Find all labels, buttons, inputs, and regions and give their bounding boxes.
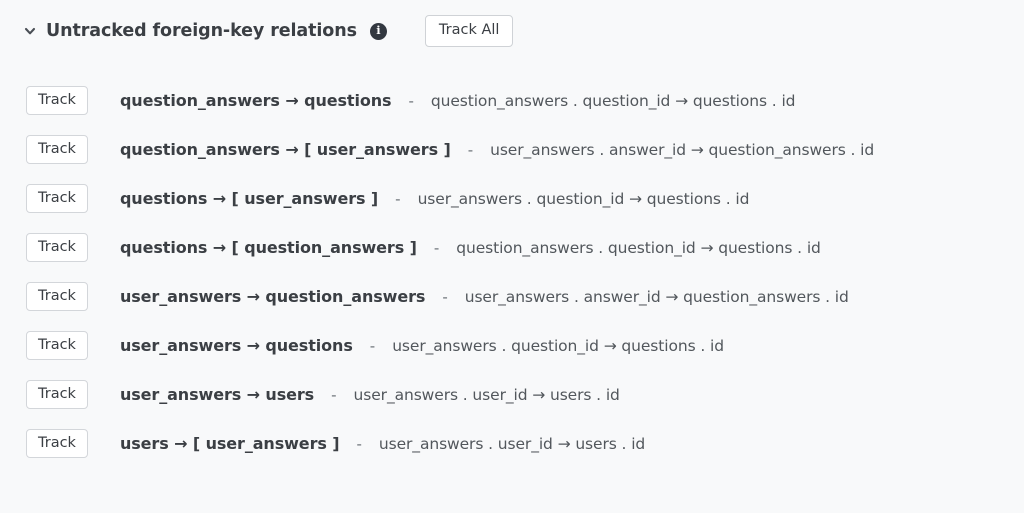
relation-name: users → [ user_answers ]: [119, 434, 340, 453]
relation-separator: -: [433, 238, 440, 257]
relation-row: Track question_answers → questions - que…: [0, 76, 1024, 125]
relation-separator: -: [356, 434, 362, 453]
relation-detail: user_answers . question_id → questions .…: [392, 336, 724, 355]
relation-name: question_answers → [ user_answers ]: [119, 140, 451, 159]
page-title: Untracked foreign-key relations: [46, 21, 357, 41]
relation-row: Track user_answers → question_answers - …: [0, 272, 1024, 321]
relation-separator: -: [369, 336, 376, 355]
track-button[interactable]: Track: [26, 85, 88, 116]
relation-row: Track questions → [ user_answers ] - use…: [0, 174, 1024, 223]
relation-detail: question_answers . question_id → questio…: [456, 238, 821, 257]
relation-detail: user_answers . question_id → questions .…: [417, 189, 750, 208]
track-button[interactable]: Track: [26, 183, 88, 214]
track-button[interactable]: Track: [26, 134, 88, 165]
relation-separator: -: [331, 385, 337, 404]
relation-name: user_answers → question_answers: [119, 287, 426, 306]
track-button[interactable]: Track: [26, 281, 88, 312]
panel-header: Untracked foreign-key relations i Track …: [0, 0, 1024, 62]
relation-row: Track question_answers → [ user_answers …: [0, 125, 1024, 174]
relation-row: Track users → [ user_answers ] - user_an…: [0, 419, 1024, 468]
relation-name: questions → [ question_answers ]: [119, 238, 417, 257]
track-all-button[interactable]: Track All: [424, 14, 514, 48]
relation-name: question_answers → questions: [119, 91, 392, 110]
relation-separator: -: [442, 287, 448, 306]
relation-row: Track user_answers → users - user_answer…: [0, 370, 1024, 419]
relation-detail: user_answers . answer_id → question_answ…: [490, 140, 875, 159]
relation-row: Track questions → [ question_answers ] -…: [0, 223, 1024, 272]
track-button[interactable]: Track: [26, 428, 88, 459]
relation-detail: user_answers . user_id → users . id: [378, 434, 646, 453]
relation-name: user_answers → users: [119, 385, 315, 404]
relation-name: questions → [ user_answers ]: [119, 189, 379, 208]
track-button[interactable]: Track: [26, 379, 88, 410]
track-button[interactable]: Track: [26, 330, 88, 361]
relation-detail: question_answers . question_id → questio…: [430, 91, 796, 110]
relation-separator: -: [408, 91, 414, 110]
relation-separator: -: [467, 140, 474, 159]
relation-separator: -: [395, 189, 401, 208]
relation-row: Track user_answers → questions - user_an…: [0, 321, 1024, 370]
relation-detail: user_answers . answer_id → question_answ…: [464, 287, 849, 306]
track-button[interactable]: Track: [26, 232, 88, 263]
relations-list: Track question_answers → questions - que…: [0, 62, 1024, 468]
chevron-down-icon[interactable]: [22, 23, 38, 39]
relation-detail: user_answers . user_id → users . id: [353, 385, 620, 404]
relation-name: user_answers → questions: [119, 336, 353, 355]
info-icon[interactable]: i: [369, 22, 387, 40]
